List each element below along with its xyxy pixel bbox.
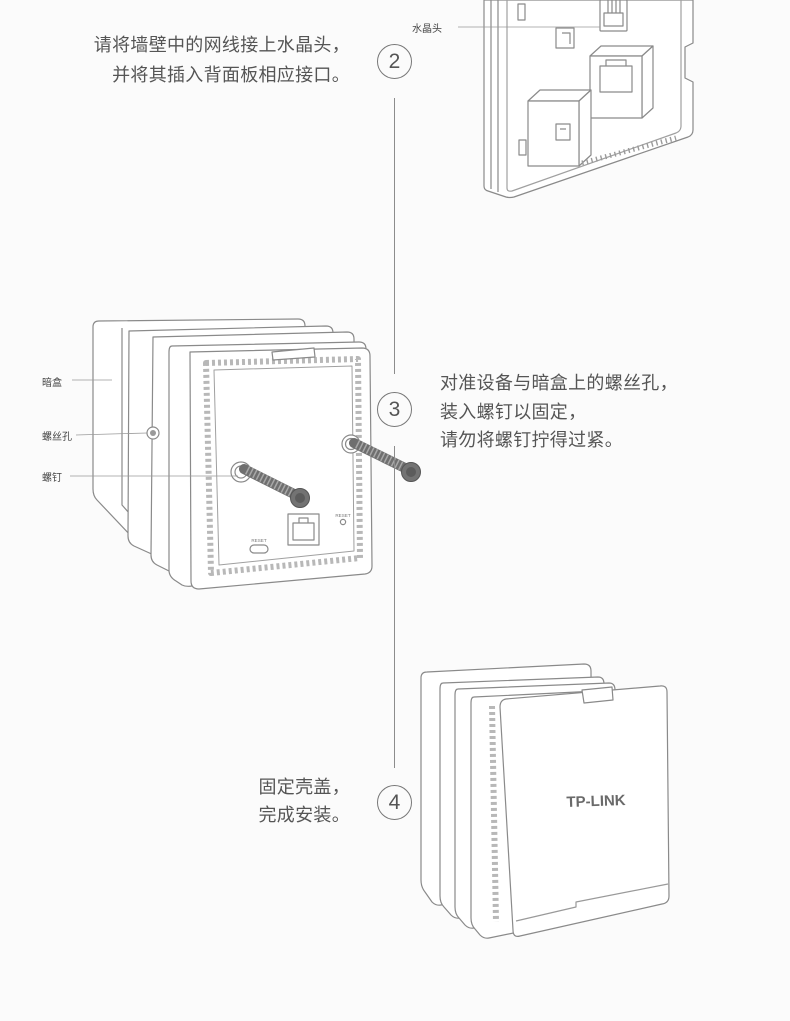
front-cover <box>499 685 670 937</box>
rj45-plug-icon <box>599 0 628 32</box>
panel-label-right: RESET <box>335 513 351 518</box>
step-4-instructions: 固定壳盖， 完成安装。 <box>259 773 351 829</box>
callout-screw-label: 螺钉 <box>42 473 62 484</box>
step-3-instructions: 对准设备与暗盒上的螺丝孔， 装入螺钉以固定， 请勿将螺钉拧得过紧。 <box>440 369 678 455</box>
cover-top-tab <box>581 686 614 704</box>
step-3-line-1: 对准设备与暗盒上的螺丝孔， <box>440 373 678 393</box>
step-4-line-1: 固定壳盖， <box>258 777 350 797</box>
step-2-line-1: 请将墙壁中的网线接上水晶头， <box>93 35 350 55</box>
cover-bottom-lip <box>515 883 669 922</box>
step-2-line-2: 并将其插入背面板相应接口。 <box>112 65 350 85</box>
panel-label-left: RESET <box>251 538 267 543</box>
step-connector-line <box>394 446 396 768</box>
panel-scalloped-edge <box>489 705 499 923</box>
step-2-instructions: 请将墙壁中的网线接上水晶头， 并将其插入背面板相应接口。 <box>94 30 350 90</box>
panel-scalloped-border <box>203 356 363 576</box>
step-4-cover-illustration: TP-LINK <box>420 663 670 939</box>
callout-wall-box-label: 暗盒 <box>42 378 62 389</box>
callout-plug-label: 水晶头 <box>412 24 442 35</box>
rj45-port-icon <box>589 45 654 119</box>
step-3-number-circle: 3 <box>377 392 412 427</box>
step-4-number: 4 <box>388 791 401 814</box>
mount-slot <box>517 3 526 21</box>
panel-inner-border <box>213 365 355 566</box>
module-block <box>527 89 592 167</box>
indicator-light-icon <box>339 518 347 526</box>
step-3-mounting-illustration: RESET RESET <box>92 318 373 590</box>
step-3-callout-lines <box>70 379 238 477</box>
serrated-edge <box>581 135 677 166</box>
lan-port-icon <box>287 513 320 546</box>
panel-face <box>189 347 373 590</box>
mount-slot <box>518 139 527 156</box>
step-connector-line <box>394 98 396 374</box>
back-notch <box>555 27 575 49</box>
back-panel-face <box>506 0 682 192</box>
step-2-number-circle: 2 <box>377 44 412 79</box>
step-3-line-3: 请勿将螺钉拧得过紧。 <box>440 430 623 450</box>
tp-link-logo: TP-LINK <box>566 792 626 811</box>
panel-top-tab <box>271 347 316 361</box>
screw-icon <box>239 464 310 508</box>
step-3-number: 3 <box>388 398 401 421</box>
screw-icon <box>349 438 421 482</box>
reset-button-icon <box>249 544 269 554</box>
callout-screw-hole-label: 螺丝孔 <box>42 432 72 443</box>
step-4-number-circle: 4 <box>377 785 412 820</box>
step-3-line-2: 装入螺钉以固定， <box>440 401 587 422</box>
box-screw-hole-icon <box>146 426 160 440</box>
step-2-number: 2 <box>388 50 401 73</box>
step-4-line-2: 完成安装。 <box>258 805 350 825</box>
step-2-back-panel-illustration <box>483 0 694 199</box>
